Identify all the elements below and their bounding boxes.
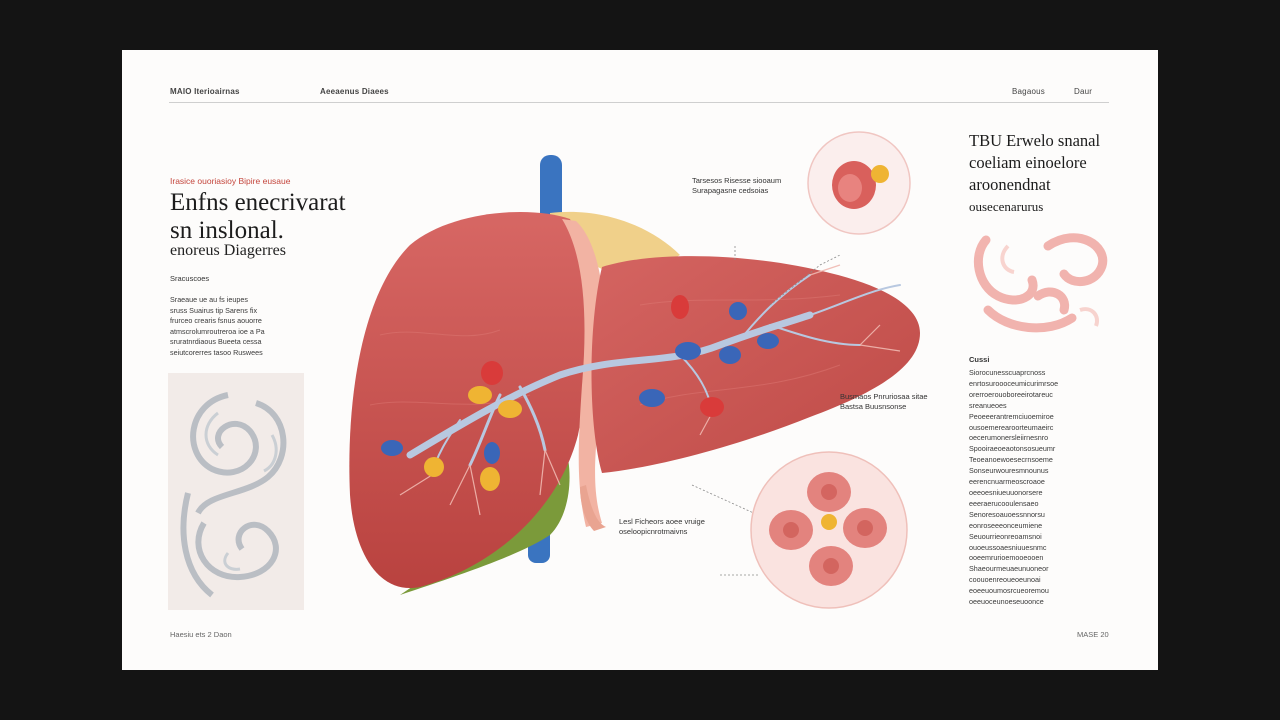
text-line: frurceo crearis fsnus aouorre [170, 316, 262, 326]
text-line: Spooiraeoeaotonsosueumr [969, 444, 1056, 454]
ligament-strip [562, 219, 605, 527]
text-line: sruss Suairus tip Sarens fix [170, 305, 258, 315]
text-line: oecerumonersleiirnesnro [969, 433, 1049, 443]
text-line: coouoenreoueoeunoai [969, 575, 1041, 585]
text-line: eonroseeeonceumiene [969, 520, 1043, 530]
text-line: eeeraerucooulensaeo [969, 498, 1039, 508]
magnified-tissue-bottom [750, 451, 908, 609]
text-line: oeeoesniueuuonorsere [969, 487, 1043, 497]
text-line: Senoresoauoessnnorsu [969, 509, 1045, 519]
callout-right: Busmaos Pnruriosaa sitae Bastsa Buusnson… [840, 392, 928, 412]
text-line: Sraeaue ue au fs ieupes [170, 295, 248, 304]
kicker: Irasice ouoriasioy Bipire eusaue [170, 176, 291, 186]
text-line: ouoeussoaesniuuesnmc [969, 542, 1047, 552]
callout-line: Tarsesos Risesse siooaum [692, 176, 782, 185]
text-line: sreanueoes [969, 400, 1007, 410]
header-left-title: MAIO Iterioairnas [170, 87, 240, 96]
vessel-tree [406, 274, 901, 476]
text-line: Seuourrieonreoamsnoi [969, 531, 1042, 541]
callout-line: Lesl Ficheors aoee vruige [619, 517, 705, 526]
left-lobe [591, 256, 920, 473]
magnified-cell-top [807, 131, 911, 235]
gallbladder [400, 445, 570, 595]
article-page: MAIO Iterioairnas Aeeaenus Diaees Bagaou… [122, 50, 1158, 670]
left-body-text: Sraeaue ue au fs ieupes sruss Suairus ti… [170, 295, 306, 359]
callout-line: oseloopicnrotmaivns [619, 527, 688, 536]
text-line: enrtosuroooceumicurimrsoe [969, 378, 1059, 388]
article-subtitle: enoreus Diagerres [170, 242, 286, 259]
callout-line: Busmaos Pnruriosaa sitae [840, 392, 928, 401]
text-line: Shaeourmeuaeunuoneor [969, 564, 1049, 574]
header-right-a: Bagaous [1012, 87, 1045, 96]
article-title-line-2: sn inslonal. [170, 217, 284, 244]
text-line: eerencnuarmeoscroaoe [969, 477, 1045, 487]
text-line: ousoemerearoorteumaeirc [969, 422, 1054, 432]
text-line: Peoeeerantremciuoemiroe [969, 411, 1054, 421]
callout-top: Tarsesos Risesse siooaum Surapagasne ced… [692, 176, 781, 196]
right-lobe [349, 211, 589, 589]
byline: Sracuscoes [170, 274, 210, 283]
liver-illustration [349, 155, 920, 595]
right-title: TBU Erwelo snanal coeliam einoelore aroo… [969, 130, 1100, 218]
text-line: Siorocunesscuaprcnoss [969, 368, 1046, 377]
right-section-label: Cussi [969, 355, 990, 364]
callout-bottom: Lesl Ficheors aoee vruige oseloopicnrotm… [619, 517, 705, 537]
text-line: ooeemrurioemooeooen [969, 553, 1044, 563]
text-line: Teoeanoewoesecrnsoeme [969, 455, 1053, 465]
footer-page-number: MASE 20 [1077, 630, 1109, 639]
header-rule [169, 102, 1109, 103]
text-line: eoeeuoumosrcueoremou [969, 586, 1049, 596]
text-line: atmscrolumroutreroa ioe a Pa [170, 326, 265, 336]
footer-left: Haesiu ets 2 Daon [170, 630, 232, 639]
right-title-line: ousecenarurus [969, 199, 1044, 214]
text-line: orerroerouoboreeirotareuc [969, 389, 1053, 399]
text-line: seiutcorerres tasoo Ruswees [170, 347, 263, 357]
text-line: Sonseurwouresmnounus [969, 466, 1049, 476]
right-title-line: coeliam einoelore [969, 153, 1087, 172]
tissue-swirl-graphic [973, 233, 1108, 333]
text-line: oeeuoceunoeseuoonce [969, 597, 1044, 607]
callout-line: Bastsa Buusnsonse [840, 402, 907, 411]
text-line: sruratnrdiaous Bueeta cessa [170, 337, 262, 347]
article-title-line-1: Enfns enecrivarat [170, 189, 346, 216]
callout-line: Surapagasne cedsoias [692, 186, 769, 195]
right-title-line: TBU Erwelo snanal [969, 131, 1101, 150]
right-title-line: aroonendnat [969, 175, 1051, 194]
intestine-sketch [168, 373, 304, 610]
right-body-text: Siorocunesscuaprcnoss enrtosuroooceumicu… [969, 368, 1111, 608]
vessel-nodes [381, 295, 779, 491]
header-center-title: Aeeaenus Diaees [320, 87, 389, 96]
header-right-b: Daur [1074, 87, 1093, 96]
